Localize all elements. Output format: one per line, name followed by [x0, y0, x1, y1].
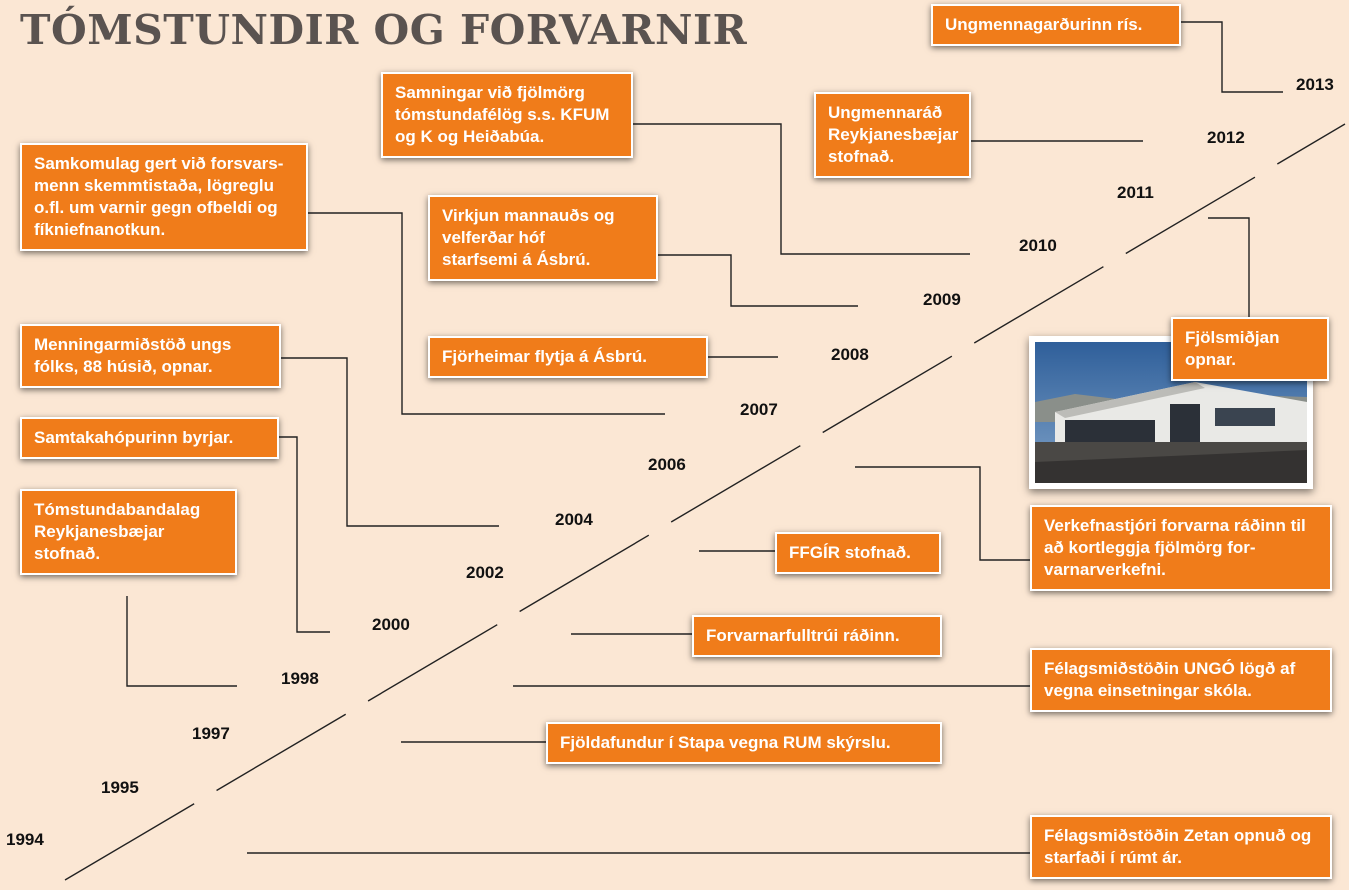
event-samkomulag: Samkomulag gert við forsvars-menn skemmt…	[20, 143, 308, 251]
event-ungmennagardurinn: Ungmennagarðurinn rís.	[931, 4, 1181, 46]
event-fjolsmidjan: Fjölsmiðjan opnar.	[1171, 317, 1329, 381]
year-2012: 2012	[1207, 128, 1245, 147]
connector-2009	[657, 254, 858, 307]
event-samningar: Samningar við fjölmörg tómstundafélög s.…	[381, 72, 633, 158]
event-fjoldafundur: Fjöldafundur í Stapa vegna RUM skýrslu.	[546, 722, 942, 764]
year-2011: 2011	[1117, 183, 1154, 202]
year-2000: 2000	[372, 615, 410, 634]
event-virkjun: Virkjun mannauðs og velferðar hóf starfs…	[428, 195, 658, 281]
connector-2000	[278, 436, 330, 633]
year-2007: 2007	[740, 400, 778, 419]
event-verkefnastjori: Verkefnastjóri forvarna ráðinn til að ko…	[1030, 505, 1332, 591]
event-ungo: Félagsmiðstöðin UNGÓ lögð af vegna einse…	[1030, 648, 1332, 712]
event-zetan: Félagsmiðstöðin Zetan opnuð og starfaði …	[1030, 815, 1332, 879]
year-1995: 1995	[101, 778, 139, 797]
event-samtakahopurinn: Samtakahópurinn byrjar.	[20, 417, 279, 459]
year-2002: 2002	[466, 563, 504, 582]
connector-2013	[1180, 21, 1283, 93]
year-2008: 2008	[831, 345, 869, 364]
event-menningarmidstod: Menningarmiðstöð ungs fólks, 88 húsið, o…	[20, 324, 281, 388]
event-ungmennarad: Ungmennaráð Reykjanesbæjar stofnað.	[814, 92, 971, 178]
year-2004: 2004	[555, 510, 593, 529]
connector-2007	[307, 212, 665, 415]
year-2013: 2013	[1296, 75, 1334, 94]
event-forvarnarfulltrui: Forvarnarfulltrúi ráðinn.	[692, 615, 942, 657]
event-tomstundabandalag: Tómstundabandalag Reykjanesbæjar stofnað…	[20, 489, 237, 575]
connector-2010	[632, 123, 970, 255]
year-2006: 2006	[648, 455, 686, 474]
connector-2006	[855, 466, 1033, 561]
event-ffgir: FFGÍR stofnað.	[775, 532, 941, 574]
year-2010: 2010	[1019, 236, 1057, 255]
page-title: TÓMSTUNDIR OG FORVARNIR	[20, 6, 748, 54]
connector-1998	[126, 596, 237, 687]
year-1997: 1997	[192, 724, 230, 743]
timeline-axis	[64, 123, 1346, 881]
year-1994: 1994	[6, 830, 44, 849]
year-2009: 2009	[923, 290, 961, 309]
year-1998: 1998	[281, 669, 319, 688]
connector-2004	[280, 357, 499, 527]
connector-2011	[1208, 217, 1250, 318]
building-photo	[1029, 336, 1313, 489]
event-fjorheimar: Fjörheimar flytja á Ásbrú.	[428, 336, 708, 378]
